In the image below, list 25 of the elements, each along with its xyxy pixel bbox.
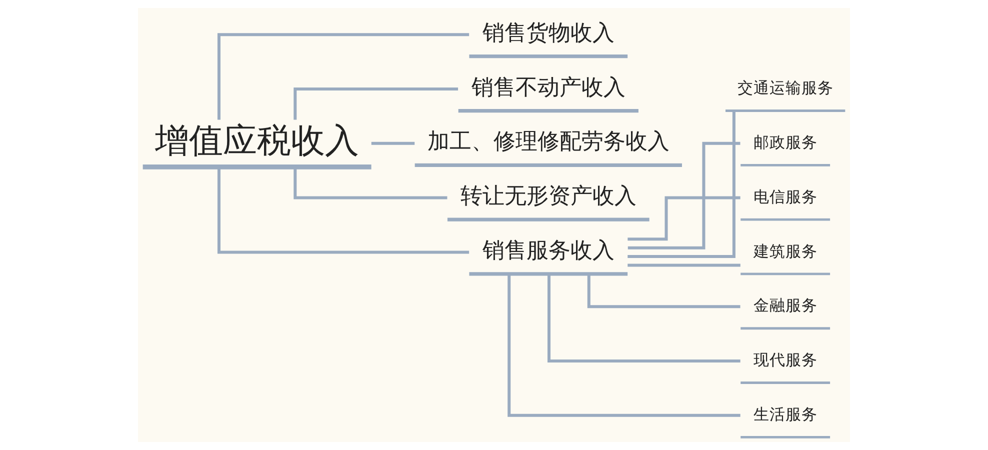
node-text: 建筑服务 bbox=[753, 243, 818, 260]
connector bbox=[628, 264, 740, 267]
node-text: 销售服务收入 bbox=[482, 238, 614, 264]
node-text: 邮政服务 bbox=[753, 134, 818, 152]
connector bbox=[217, 167, 470, 254]
connector bbox=[548, 274, 740, 362]
connector bbox=[628, 196, 740, 241]
connector bbox=[628, 110, 736, 258]
node-text: 现代服务 bbox=[753, 352, 818, 370]
node-text: 转让无形资产收入 bbox=[460, 184, 636, 210]
connector bbox=[508, 274, 740, 417]
connector bbox=[587, 274, 740, 308]
node-text: 电信服务 bbox=[753, 188, 818, 206]
connector bbox=[217, 33, 470, 120]
node-text: 交通运输服务 bbox=[737, 80, 834, 98]
node-text: 销售货物收入 bbox=[482, 20, 614, 46]
node-text: 生活服务 bbox=[753, 406, 818, 424]
connector bbox=[628, 142, 740, 250]
node-text: 加工、修理修配劳务收入 bbox=[427, 130, 670, 155]
connector bbox=[294, 167, 448, 200]
connector bbox=[371, 142, 415, 145]
node-text: 销售不动产收入 bbox=[471, 75, 626, 100]
node-text: 金融服务 bbox=[753, 298, 818, 315]
connector bbox=[294, 88, 458, 120]
node-text: 增值应税收入 bbox=[155, 120, 360, 160]
